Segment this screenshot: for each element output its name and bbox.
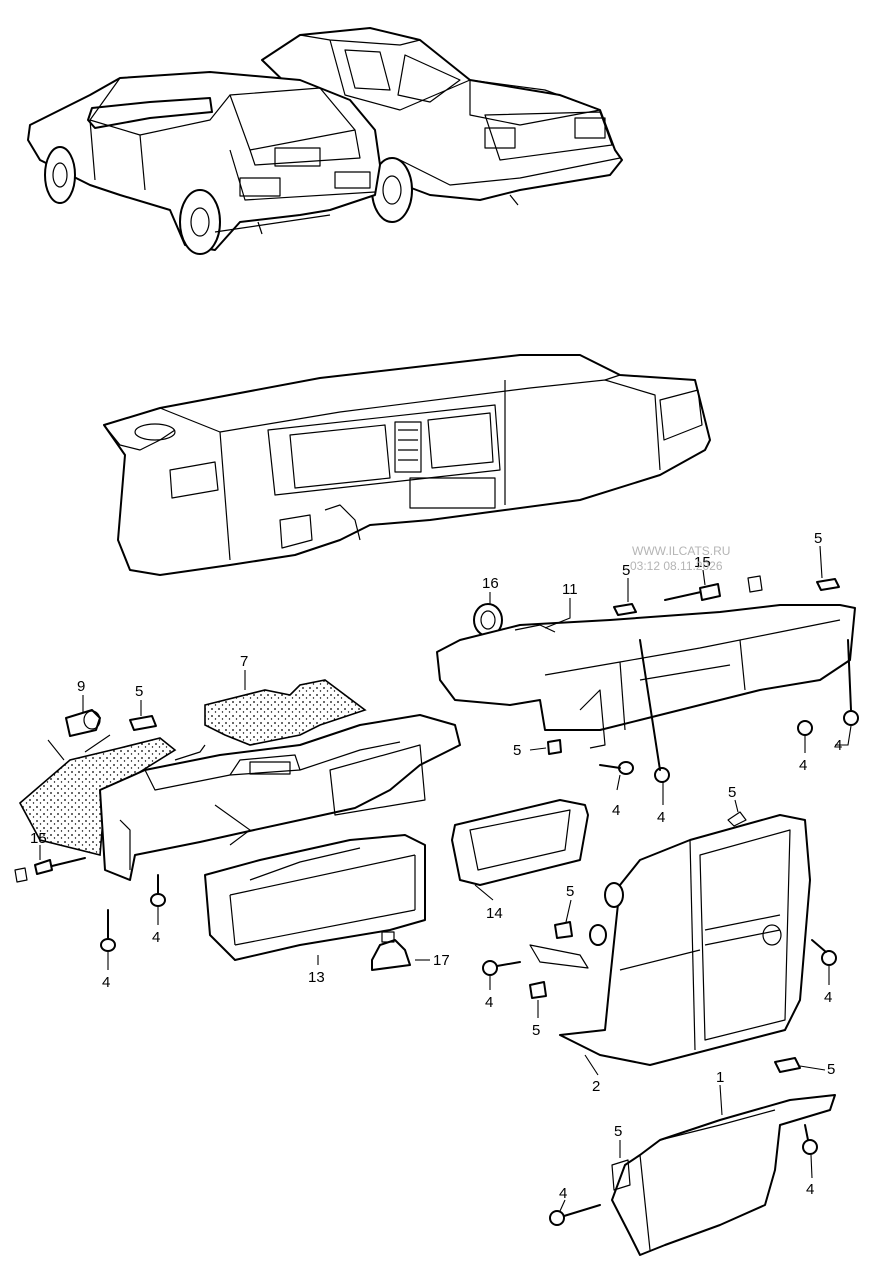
callout-9: 9 [77, 678, 85, 695]
callout-5-mid: 5 [513, 742, 521, 759]
callout-4-lower-a: 4 [485, 994, 493, 1011]
bracket-11 [436, 604, 856, 749]
callout-7: 7 [240, 653, 248, 670]
callout-5-lower-b: 5 [566, 883, 574, 900]
grommet-16 [473, 603, 503, 637]
bracket-9 [65, 709, 101, 737]
watermark-site: WWW.ILCATS.RU [632, 544, 730, 558]
watermark: WWW.ILCATS.RU 03:12 08.11.2026 [630, 544, 730, 573]
callout-11: 11 [562, 581, 578, 598]
dashboard-panel [103, 354, 711, 576]
parcel-shelf-7 [204, 679, 367, 746]
callout-5-lower-a: 5 [728, 784, 736, 801]
tray-13 [204, 834, 426, 961]
cover-1 [549, 1057, 836, 1256]
screws-4-right-upper [547, 578, 859, 783]
callout-4-bottom-left: 4 [559, 1185, 567, 1202]
callout-4-left-b: 4 [152, 929, 160, 946]
callout-4-right-b: 4 [834, 737, 842, 754]
watermark-timestamp: 03:12 08.11.2026 [630, 559, 723, 573]
lower-shelf-panel [18, 737, 177, 857]
callout-5-upper-right: 5 [814, 530, 822, 547]
callout-4-bottom-right: 4 [806, 1181, 814, 1198]
clip-17 [371, 931, 411, 971]
callout-5-bottom-right: 5 [827, 1061, 835, 1078]
callout-15-right: 15 [694, 554, 711, 571]
callout-14: 14 [486, 905, 503, 922]
callout-16: 16 [482, 575, 499, 592]
callout-13: 13 [308, 969, 325, 986]
clip-5-left [129, 715, 157, 731]
callout-2: 2 [592, 1078, 600, 1095]
screw-4-left-pair [100, 874, 166, 952]
callout-5-left: 5 [135, 683, 143, 700]
callout-5-bottom: 5 [614, 1123, 622, 1140]
callout-4-lower-b: 4 [824, 989, 832, 1006]
car-sedan-illustration [261, 27, 623, 223]
callout-5-upper-mid: 5 [622, 562, 630, 579]
leader-lines [39, 545, 852, 1212]
callout-5-lower-c: 5 [532, 1022, 540, 1039]
callout-4-mid-a: 4 [612, 802, 620, 819]
callout-4-mid-b: 4 [657, 809, 665, 826]
callout-1: 1 [716, 1069, 724, 1086]
callout-4-left-a: 4 [102, 974, 110, 991]
callout-4-right-a: 4 [799, 757, 807, 774]
glovebox-2 [559, 814, 811, 1066]
callout-17: 17 [433, 952, 450, 969]
callout-15-left: 15 [30, 830, 47, 847]
car-hatchback-illustration [27, 71, 381, 255]
hardware-2-group [482, 811, 837, 999]
screw-15-left [14, 857, 86, 883]
callout-labels: 16 11 15 5 5 9 5 7 5 4 4 4 4 15 4 4 14 1… [30, 530, 842, 1202]
glovebox-frame-left [99, 714, 461, 881]
screw-15-right [664, 575, 763, 601]
frame-14 [451, 799, 589, 886]
